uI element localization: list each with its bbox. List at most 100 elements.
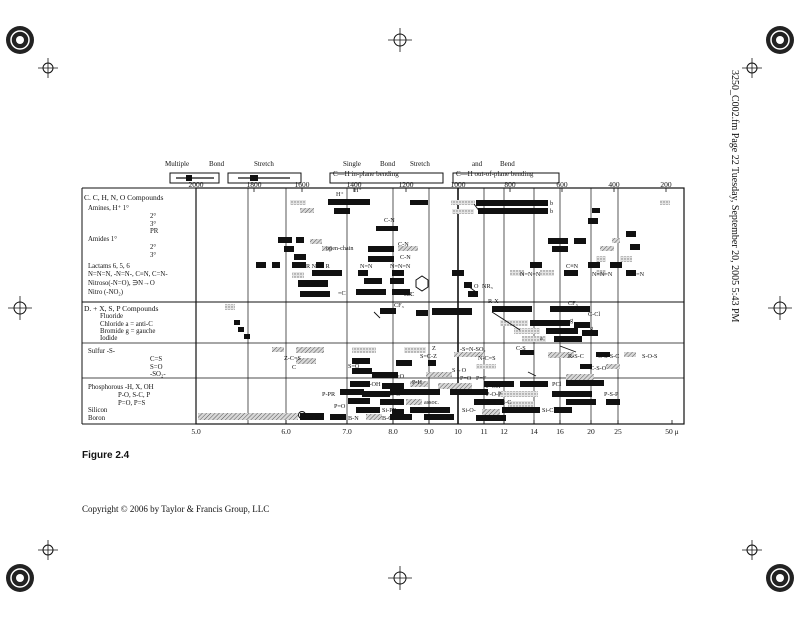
header-label: Bend [500, 160, 515, 168]
band-annotation: B-H [440, 415, 451, 422]
absorption-band [550, 306, 590, 312]
absorption-band [476, 364, 496, 369]
top-tick-label: 1800 [247, 180, 262, 189]
band-annotation: N-C=S [478, 355, 496, 362]
absorption-band [198, 413, 298, 420]
top-tick-label: 600 [556, 180, 568, 189]
row-label: N=N=N, -N=N-, C≡N, C=N- [88, 271, 168, 278]
absorption-band [520, 381, 548, 387]
row-label: C=S [150, 356, 162, 363]
absorption-band [234, 320, 240, 325]
absorption-band [238, 327, 244, 332]
absorption-band [596, 352, 610, 357]
absorption-band [588, 218, 598, 224]
absorption-band [410, 407, 450, 413]
band-annotation: b [550, 208, 553, 215]
bottom-tick-label: 7.0 [342, 427, 352, 436]
absorption-band [310, 239, 322, 244]
registration-center [776, 36, 784, 44]
band-annotation: g [570, 317, 573, 324]
absorption-band [574, 322, 590, 328]
registration-ring [10, 30, 30, 50]
band-annotation: Z [432, 345, 436, 352]
band-annotation: P=F [476, 375, 487, 382]
row-label: Fluoride [100, 313, 123, 320]
absorption-band [428, 360, 436, 366]
header-label: Multiple [165, 160, 189, 168]
absorption-band [588, 262, 600, 268]
band-annotation: C [292, 364, 296, 371]
band-annotation: -S=N-SO₂ [460, 346, 486, 353]
absorption-band [660, 200, 670, 205]
absorption-band [390, 414, 412, 420]
band-annotation: P-O-C [384, 391, 400, 398]
absorption-band [476, 200, 548, 206]
row-label: 3° [150, 221, 156, 228]
band-annotation: C-S [516, 345, 526, 352]
band-annotation: P-OH [486, 383, 501, 390]
absorption-band [612, 238, 620, 243]
bottom-tick-label: 5.0 [191, 427, 201, 436]
absorption-band [392, 270, 404, 276]
band-annotation: ? [340, 209, 343, 216]
band-annotation: P=S [486, 399, 497, 406]
band-annotation: CF₃ [568, 300, 578, 307]
band-annotation: H⁺ [336, 191, 344, 198]
absorption-band [596, 256, 606, 262]
top-tick-label: 200 [660, 180, 672, 189]
absorption-band [554, 407, 572, 413]
absorption-band [530, 262, 542, 268]
band-annotation: R-X [488, 298, 499, 305]
absorption-band [284, 246, 294, 252]
row-label: PR [150, 228, 159, 235]
absorption-band [610, 262, 622, 268]
absorption-bands [198, 199, 670, 421]
bottom-tick-label: 10 [454, 427, 462, 436]
absorption-band [530, 320, 570, 326]
band-annotation: Z-C=S [284, 355, 301, 362]
section-title: D. + X, S, P Compounds [84, 304, 158, 313]
absorption-band [630, 244, 640, 250]
absorption-band [484, 381, 514, 387]
absorption-band [566, 380, 604, 386]
absorption-band [574, 238, 586, 244]
band-annotation: C-N [410, 200, 421, 207]
band-annotation: H⁺ [354, 187, 362, 194]
absorption-band [600, 246, 614, 251]
absorption-band [296, 347, 324, 353]
absorption-band [368, 246, 394, 252]
band-annotation: PCl [552, 381, 562, 388]
band-annotation: NR₃ [482, 283, 493, 290]
band-annotation: Si-O- [462, 407, 476, 414]
band-annotation: S→O [452, 367, 467, 374]
absorption-band [552, 246, 568, 252]
absorption-band [500, 320, 528, 326]
absorption-band [390, 278, 404, 284]
absorption-band [520, 350, 534, 355]
band-annotation: S=O [348, 363, 360, 370]
absorption-band [364, 278, 382, 284]
absorption-band [482, 409, 500, 415]
bottom-tick-label: 11 [480, 427, 487, 436]
band-annotation: assoc. [424, 399, 439, 406]
absorption-band [296, 358, 316, 364]
absorption-band [424, 414, 454, 420]
absorption-band [292, 272, 304, 278]
absorption-band [596, 270, 606, 276]
top-tick-label: 800 [504, 180, 516, 189]
absorption-band [382, 383, 404, 389]
absorption-band [290, 200, 306, 205]
band-annotation: C=O [392, 373, 405, 380]
bottom-tick-label: 8.0 [388, 427, 398, 436]
absorption-band [514, 328, 540, 334]
band-annotation: open-chain [326, 245, 354, 252]
absorption-band [410, 381, 428, 387]
header-label: and [472, 160, 483, 168]
band-annotation: B-R [332, 415, 343, 422]
absorption-band [366, 414, 382, 420]
row-label: Nitro (-NO₂) [88, 289, 123, 296]
absorption-band [426, 372, 452, 377]
absorption-band [498, 391, 538, 397]
benzene-ring [415, 275, 429, 292]
